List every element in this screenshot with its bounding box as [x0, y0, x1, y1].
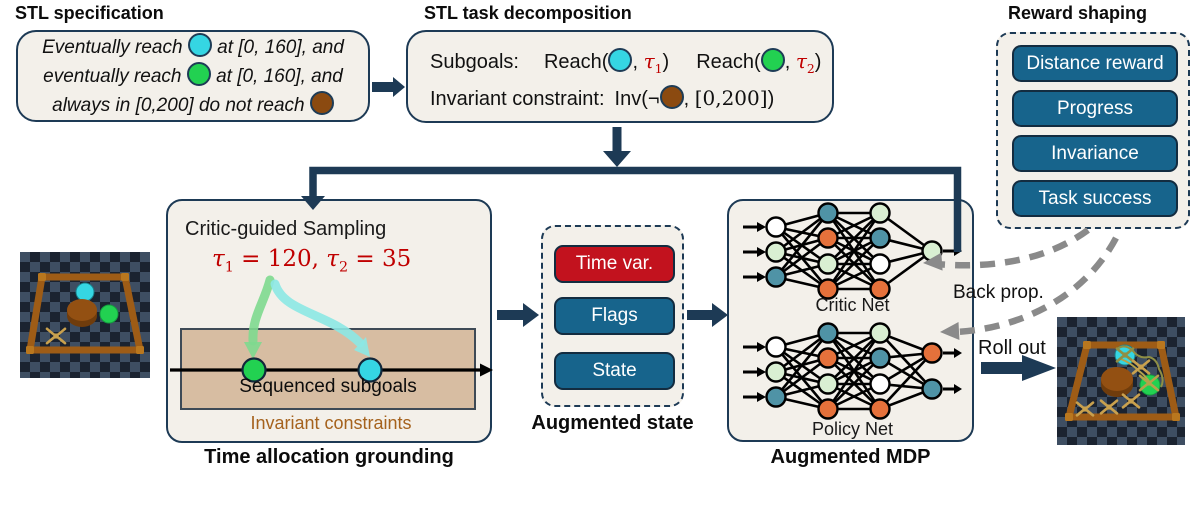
time-allocation-caption: Time allocation grounding: [204, 446, 454, 468]
text-segment: always in [0,200] do not reach: [52, 94, 310, 116]
tau-symbol: τ2: [326, 246, 349, 276]
dot-green-icon: [186, 61, 211, 86]
critic-net-graphic: [743, 202, 962, 300]
spec-line-2: eventually reach at [0, 160], and: [43, 61, 343, 91]
text-segment: ): [767, 88, 775, 110]
dot-cyan-icon: [608, 48, 633, 72]
invariant-constraints-label: Invariant constraints: [250, 413, 412, 433]
text-segment: at [0, 160], and: [210, 65, 343, 87]
arrow-decomposition-down: [603, 127, 631, 167]
critic-net-label: Critic Net: [815, 295, 890, 315]
stl-decomposition-title: STL task decomposition: [424, 3, 632, 23]
roll-out-label: Roll out: [978, 337, 1046, 359]
tau-symbol: τ1: [643, 49, 663, 76]
reward-item-task-success: Task success: [1012, 180, 1178, 217]
reward-shaping-title: Reward shaping: [1008, 3, 1148, 23]
dot-green-subgoal-icon: [241, 357, 267, 383]
text-segment: Invariant constraint:: [430, 88, 605, 110]
text-segment: Subgoals:: [430, 51, 519, 73]
ant-arena-rollout-image: [1057, 317, 1185, 445]
dot-cyan-subgoal-icon: [357, 357, 383, 383]
dot-cyan-icon: [187, 32, 212, 57]
augmented-mdp-panel: Critic Net Policy Net: [727, 199, 974, 442]
policy-net-label: Policy Net: [811, 419, 894, 439]
reward-item-progress: Progress: [1012, 90, 1178, 127]
text-segment: Eventually reach: [42, 36, 188, 58]
policy-net-graphic: [743, 322, 962, 420]
text-segment: eventually reach: [43, 65, 187, 87]
state-item-time-var-: Time var.: [554, 245, 675, 283]
text-segment: ,: [683, 88, 695, 110]
stl-specification-panel: Eventually reach at [0, 160], and eventu…: [16, 30, 370, 122]
arrow-state-to-mdp: [687, 303, 728, 327]
text-segment: Reach(: [543, 51, 609, 73]
back-prop-label: Back prop.: [953, 282, 1044, 303]
math-text: = 120,: [233, 246, 327, 272]
decomposition-subgoals-line: Subgoals: Reach(, τ1) Reach(, τ2): [430, 48, 821, 76]
arrow-spec-to-decomposition: [372, 77, 405, 97]
text-segment: ): [662, 51, 670, 73]
augmented-mdp-caption: Augmented MDP: [770, 446, 931, 468]
stl-specification-text: Eventually reach at [0, 160], and eventu…: [18, 32, 368, 120]
stl-decomposition-panel: Subgoals: Reach(, τ1) Reach(, τ2) Invarian…: [406, 30, 834, 123]
critic-guided-sampling-label: Critic-guided Sampling: [185, 218, 387, 240]
spec-line-3: always in [0,200] do not reach: [52, 90, 334, 120]
stl-specification-title: STL specification: [15, 3, 164, 23]
decomposition-invariant-line: Invariant constraint: Inv(¬, [0,200]): [430, 85, 774, 111]
reward-item-distance-reward: Distance reward: [1012, 45, 1178, 82]
spec-line-1: Eventually reach at [0, 160], and: [42, 32, 344, 62]
state-item-flags: Flags: [554, 297, 675, 335]
sequenced-subgoals-label: Sequenced subgoals: [239, 376, 417, 397]
text-segment: ,: [784, 51, 796, 73]
dot-brown-icon: [309, 90, 334, 115]
dot-brown-icon: [659, 85, 684, 109]
tau-symbol: τ1: [212, 246, 234, 276]
text-segment: ,: [632, 51, 644, 73]
dot-green-icon: [760, 48, 785, 72]
text-segment: Inv(¬: [614, 88, 660, 110]
text-segment: ): [814, 51, 822, 73]
ant-arena-initial-image: [20, 252, 150, 378]
text-segment: at [0, 160], and: [211, 36, 344, 58]
timeline-graphic: [170, 275, 493, 410]
math-interval: [0,200]: [694, 86, 768, 110]
state-item-state: State: [554, 352, 675, 390]
time-allocation-panel: Critic-guided Sampling τ1 = 120, τ2 = 35…: [166, 199, 493, 443]
math-text: = 35: [348, 246, 412, 272]
tau-symbol: τ2: [795, 49, 815, 76]
text-segment: Reach(: [696, 51, 761, 73]
tau-values: τ1 = 120, τ2 = 35: [212, 245, 411, 276]
augmented-state-caption: Augmented state: [531, 412, 694, 434]
reward-item-invariance: Invariance: [1012, 135, 1178, 172]
arrow-ta-to-state: [497, 303, 539, 327]
